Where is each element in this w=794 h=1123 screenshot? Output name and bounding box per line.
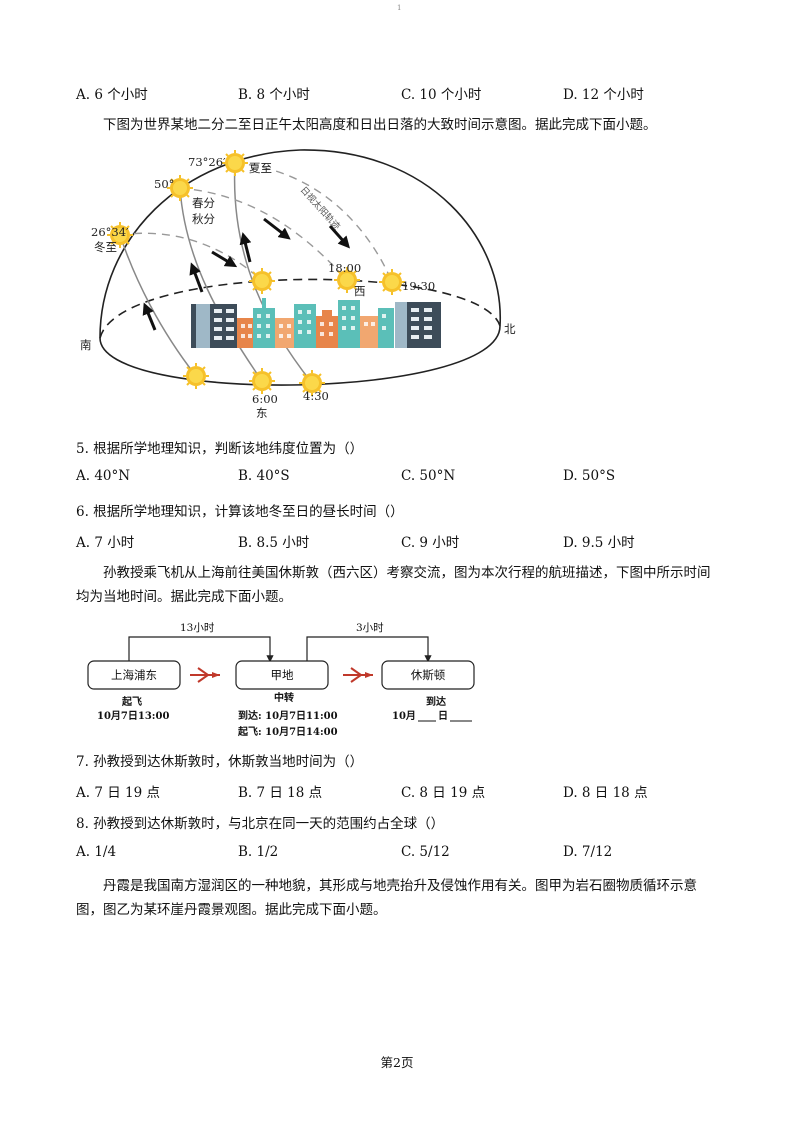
- q6-option-d: D. 9.5 小时: [563, 535, 635, 551]
- label-1930: 19:30: [402, 279, 435, 293]
- depart-label: 起飞: [121, 695, 142, 708]
- horizon-front: [99, 325, 501, 386]
- arrive-label: 到达: [426, 695, 446, 708]
- q4-option-d: D. 12 个小时: [563, 87, 644, 103]
- sun-equinox-set: [248, 267, 276, 295]
- sun-path-diagram: 日视太阳轨迹: [80, 149, 516, 420]
- box-houston-label: 休斯顿: [411, 668, 446, 682]
- winter-path-front: [119, 234, 197, 377]
- q7-option-d: D. 8 日 18 点: [563, 785, 648, 801]
- sun-600: [248, 367, 276, 395]
- depart-time: 10月7日13:00: [97, 710, 169, 722]
- label-south: 南: [80, 338, 92, 352]
- label-equinox-angle: 50°: [154, 177, 174, 191]
- duration-leg-2: 3小时: [356, 622, 384, 634]
- label-spring: 春分: [192, 196, 215, 210]
- q8-options: A. 1/4 B. 1/2 C. 5/12 D. 7/12: [0, 844, 794, 864]
- box-jiadi-label: 甲地: [271, 668, 294, 682]
- q8-option-a: A. 1/4: [76, 844, 117, 860]
- box-houston: [381, 660, 475, 690]
- q5-stem: 5. 根据所学地理知识，判断该地纬度位置为（）: [76, 441, 364, 457]
- q4-option-c: C. 10 个小时: [401, 87, 482, 103]
- box-shanghai: [87, 660, 181, 690]
- airplane-icon-1: [190, 667, 220, 683]
- horizon-back: [99, 278, 501, 339]
- q7-options: A. 7 日 19 点 B. 7 日 18 点 C. 8 日 19 点 D. 8…: [0, 781, 794, 801]
- arrow-2: [189, 262, 204, 293]
- label-east: 东: [256, 406, 268, 420]
- q8-option-c: C. 5/12: [401, 844, 450, 860]
- label-430: 4:30: [303, 389, 329, 403]
- arrive-day: 日: [438, 710, 448, 722]
- q7-stem: 7. 孙教授到达休斯敦时，休斯敦当地时间为（）: [76, 754, 364, 770]
- city-buildings: [191, 298, 441, 348]
- bracket-leg-1: [128, 636, 274, 663]
- arrow-4: [211, 250, 238, 268]
- q7-option-b: B. 7 日 18 点: [238, 785, 323, 801]
- q6-option-c: C. 9 小时: [401, 535, 460, 551]
- label-summer-angle: 73°26′: [188, 155, 226, 169]
- label-1800: 18:00: [328, 261, 361, 275]
- q5-option-b: B. 40°S: [238, 468, 290, 484]
- q4-option-a: A. 6 个小时: [76, 87, 148, 103]
- box-jiadi: [235, 660, 329, 690]
- airplane-icon-2: [343, 667, 373, 683]
- intro-paragraph-2: 孙教授乘飞机从上海前往美国休斯敦（西六区）考察交流，图为本次行程的航班描述，下图…: [76, 565, 711, 605]
- q7-option-c: C. 8 日 19 点: [401, 785, 486, 801]
- q6-stem: 6. 根据所学地理知识，计算该地冬至日的昼长时间（）: [76, 504, 404, 520]
- label-winter: 冬至: [94, 240, 117, 254]
- label-winter-angle: 26°34′: [91, 225, 129, 239]
- sky-dome: [99, 149, 501, 339]
- q5-option-d: D. 50°S: [563, 468, 616, 484]
- q6-option-b: B. 8.5 小时: [238, 535, 310, 551]
- label-600: 6:00: [252, 392, 278, 406]
- q5-option-a: A. 40°N: [76, 468, 131, 484]
- label-summer: 夏至: [249, 161, 272, 175]
- arrow-5: [263, 217, 291, 240]
- arrive-month: 10月: [392, 710, 416, 722]
- label-north: 北: [504, 322, 516, 336]
- q5-options: A. 40°N B. 40°S C. 50°N D. 50°S: [0, 468, 794, 488]
- summer-path-back: [234, 162, 393, 283]
- duration-leg-1: 13小时: [180, 622, 215, 634]
- q8-option-b: B. 1/2: [238, 844, 279, 860]
- q8-option-d: D. 7/12: [563, 844, 613, 860]
- summer-path-front: [233, 162, 313, 384]
- q8-stem: 8. 孙教授到达休斯敦时，与北京在同一天的范围约占全球（）: [76, 816, 445, 832]
- transfer-depart: 起飞: 10月7日14:00: [237, 725, 338, 738]
- arrow-3: [239, 232, 252, 263]
- path-note: 日视太阳轨迹: [298, 184, 343, 232]
- q4-option-b: B. 8 个小时: [238, 87, 310, 103]
- label-west: 西: [354, 284, 366, 298]
- flight-diagram: 13小时 3小时 上海浦东 甲地 休斯顿 起飞 10月7日13:00 中转 到达…: [87, 622, 475, 738]
- q4-options: A. 6 个小时 B. 8 个小时 C. 10 个小时 D. 12 个小时: [0, 83, 794, 103]
- transfer-label: 中转: [274, 691, 294, 704]
- page-footer: 第2页: [380, 1055, 414, 1070]
- sun-summer-noon: [221, 149, 249, 177]
- equinox-path-back: [179, 187, 348, 281]
- q6-option-a: A. 7 小时: [76, 535, 135, 551]
- page-mark: 1: [397, 4, 402, 12]
- q5-option-c: C. 50°N: [401, 468, 456, 484]
- arrow-1: [142, 302, 157, 331]
- label-autumn: 秋分: [192, 212, 215, 226]
- sun-winter-rise: [182, 362, 210, 390]
- intro-paragraph-1: 下图为世界某地二分二至日正午太阳高度和日出日落的大致时间示意图。据此完成下面小题…: [103, 117, 657, 133]
- bracket-leg-2: [306, 636, 432, 663]
- intro-paragraph-3: 丹霞是我国南方湿润区的一种地貌，其形成与地壳抬升及侵蚀作用有关。图甲为岩石圈物质…: [76, 878, 697, 918]
- q6-options: A. 7 小时 B. 8.5 小时 C. 9 小时 D. 9.5 小时: [0, 531, 794, 551]
- equinox-path-front: [179, 187, 263, 382]
- arrow-6: [328, 225, 350, 249]
- transfer-arrive: 到达: 10月7日11:00: [238, 709, 338, 722]
- q7-option-a: A. 7 日 19 点: [76, 785, 160, 801]
- box-shanghai-label: 上海浦东: [111, 668, 157, 682]
